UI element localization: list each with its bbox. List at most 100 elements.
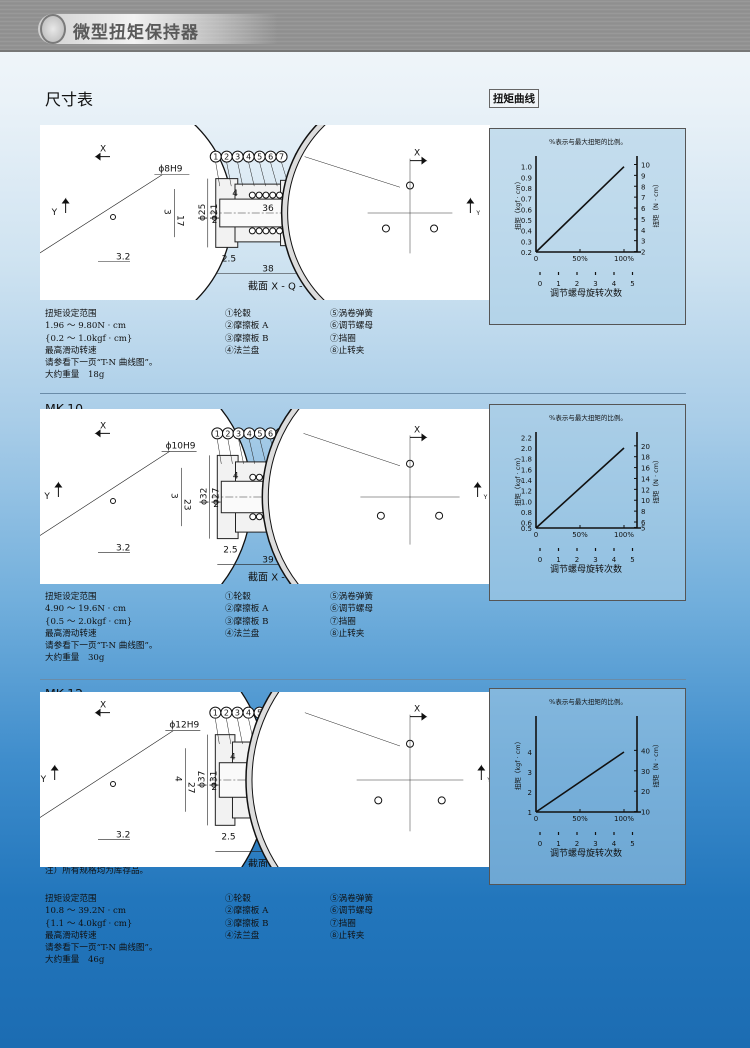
key-dim: 3.2 bbox=[116, 830, 130, 840]
balloon-number: 2 bbox=[224, 709, 229, 718]
leader bbox=[226, 718, 232, 745]
hub-dia-dim: ϕ31 bbox=[209, 771, 219, 788]
left-axis-title: 扭矩（kgf · cm） bbox=[513, 738, 522, 790]
left-tick-label: 0.5 bbox=[521, 525, 532, 533]
spring-coil bbox=[269, 227, 277, 235]
y-arrow-icon bbox=[50, 764, 59, 780]
leader bbox=[40, 730, 174, 818]
step-dim: 2.5 bbox=[223, 546, 237, 556]
screw-hole bbox=[374, 796, 383, 805]
spring-coil bbox=[255, 227, 263, 235]
leader bbox=[215, 162, 220, 187]
inner-length-dim: 36 bbox=[262, 204, 274, 214]
x-label: X bbox=[100, 145, 106, 155]
turn-tick bbox=[557, 272, 560, 275]
bore bbox=[287, 125, 490, 300]
right-tick-label: 18 bbox=[641, 454, 650, 462]
turn-tick-label: 5 bbox=[630, 556, 634, 564]
left-tick-label: 0.6 bbox=[521, 520, 533, 528]
torque-line bbox=[535, 166, 625, 253]
right-tick-label: 8 bbox=[641, 508, 645, 516]
turn-tick-label: 0 bbox=[538, 280, 542, 288]
spec-speed-ref: 请参看下一页“T-N 曲线图”。 bbox=[45, 943, 158, 954]
pct-tick-label: 100% bbox=[614, 255, 634, 263]
part-item: ⑥调节螺母 bbox=[330, 321, 373, 332]
page-title: 尺寸表 bbox=[45, 90, 94, 109]
spec-speed-ref: 请参看下一页“T-N 曲线图”。 bbox=[45, 358, 158, 369]
pin-hole bbox=[110, 214, 116, 220]
part-item: ③摩擦板 B bbox=[225, 918, 269, 929]
spring-coil bbox=[262, 227, 270, 235]
right-tick-label: 2 bbox=[641, 249, 645, 257]
spec-torque-label: 扭矩设定范围 bbox=[45, 309, 97, 319]
side-view: XY bbox=[280, 125, 490, 300]
part-item: ②摩擦板 A bbox=[225, 906, 269, 917]
spec-torque-n: 4.90 ～ 19.6N · cm bbox=[45, 604, 127, 615]
right-tick-label: 7 bbox=[641, 194, 645, 202]
right-axis-title: 扭矩（N · cm） bbox=[651, 741, 660, 788]
dimension-drawing: ϕ10H92333.2XY12345678ϕ32ϕ274237ϕ12.1ϕ322… bbox=[40, 409, 490, 584]
left-tick-label: 1.4 bbox=[521, 477, 533, 485]
leader bbox=[227, 439, 233, 464]
spec-speed-ref: 请参看下一页“T-N 曲线图”。 bbox=[45, 641, 158, 652]
width-dim: 23 bbox=[182, 499, 192, 510]
pct-tick-label: 50% bbox=[572, 531, 588, 539]
pct-tick-label: 100% bbox=[614, 815, 634, 823]
turn-tick bbox=[576, 272, 578, 275]
turn-tick-label: 1 bbox=[556, 280, 560, 288]
ring-icon bbox=[40, 14, 66, 44]
step-dim: 2.5 bbox=[221, 832, 235, 842]
right-tick-label: 14 bbox=[641, 475, 650, 483]
screw-hole bbox=[381, 224, 390, 233]
y-arrow-icon bbox=[477, 764, 486, 780]
right-tick-label: 12 bbox=[641, 486, 650, 494]
turn-tick-label: 3 bbox=[593, 280, 597, 288]
chart-title: %表示与最大扭矩的比例。 bbox=[549, 137, 627, 146]
x-arrow-icon bbox=[410, 712, 428, 721]
spec-speed-label: 最高滑动转速 bbox=[45, 345, 97, 356]
right-tick-label: 6 bbox=[641, 519, 646, 527]
turn-tick bbox=[539, 548, 541, 551]
turn-tick-label: 4 bbox=[612, 280, 617, 288]
turn-tick-label: 4 bbox=[612, 840, 617, 848]
balloon-number: 2 bbox=[225, 429, 230, 438]
spec-torque-n: 10.8 ～ 39.2N · cm bbox=[45, 906, 127, 917]
section-caption: 截面 X - Q - Y bbox=[248, 279, 313, 292]
leader bbox=[270, 162, 278, 187]
screw-hole bbox=[437, 796, 446, 805]
turn-tick-label: 2 bbox=[575, 556, 579, 564]
bore-dim: ϕ12H9 bbox=[169, 721, 199, 731]
left-axis-title: 扭矩（kgf · cm） bbox=[513, 178, 522, 230]
slot-dim: 3 bbox=[169, 493, 179, 499]
left-axis-title: 扭矩（kgf · cm） bbox=[513, 454, 522, 506]
leader bbox=[40, 451, 170, 536]
spec-torque-n: 1.96 ～ 9.80N · cm bbox=[45, 321, 127, 332]
part-item: ⑧止转夹 bbox=[330, 345, 365, 356]
slot-dim: 3 bbox=[161, 209, 171, 215]
hub-dia-dim: ϕ21 bbox=[210, 204, 220, 221]
turn-tick-label: 1 bbox=[556, 840, 560, 848]
part-item: ②摩擦板 A bbox=[225, 604, 269, 615]
screw-hole bbox=[435, 511, 444, 520]
torque-curve-tag: 扭矩曲线 bbox=[489, 89, 539, 108]
dimension-drawing: ϕ8H91733.2XY12345678ϕ25ϕ214236ϕ10.1ϕ252.… bbox=[40, 125, 490, 300]
turn-tick bbox=[594, 548, 597, 551]
right-tick-label: 5 bbox=[641, 524, 645, 532]
turn-tick-label: 2 bbox=[575, 840, 579, 848]
turn-tick-label: 1 bbox=[556, 556, 560, 564]
left-tick-label: 1.8 bbox=[521, 456, 532, 464]
turn-tick bbox=[613, 832, 615, 835]
length-dim: 38 bbox=[262, 264, 274, 274]
turn-tick-label: 0 bbox=[538, 840, 542, 848]
leader bbox=[304, 712, 401, 747]
length-dim: 39 bbox=[262, 556, 274, 566]
x-axis-title: 调节螺母旋转次数 bbox=[550, 847, 622, 859]
x-label: X bbox=[100, 421, 106, 431]
right-tick-label: 3 bbox=[641, 238, 645, 246]
